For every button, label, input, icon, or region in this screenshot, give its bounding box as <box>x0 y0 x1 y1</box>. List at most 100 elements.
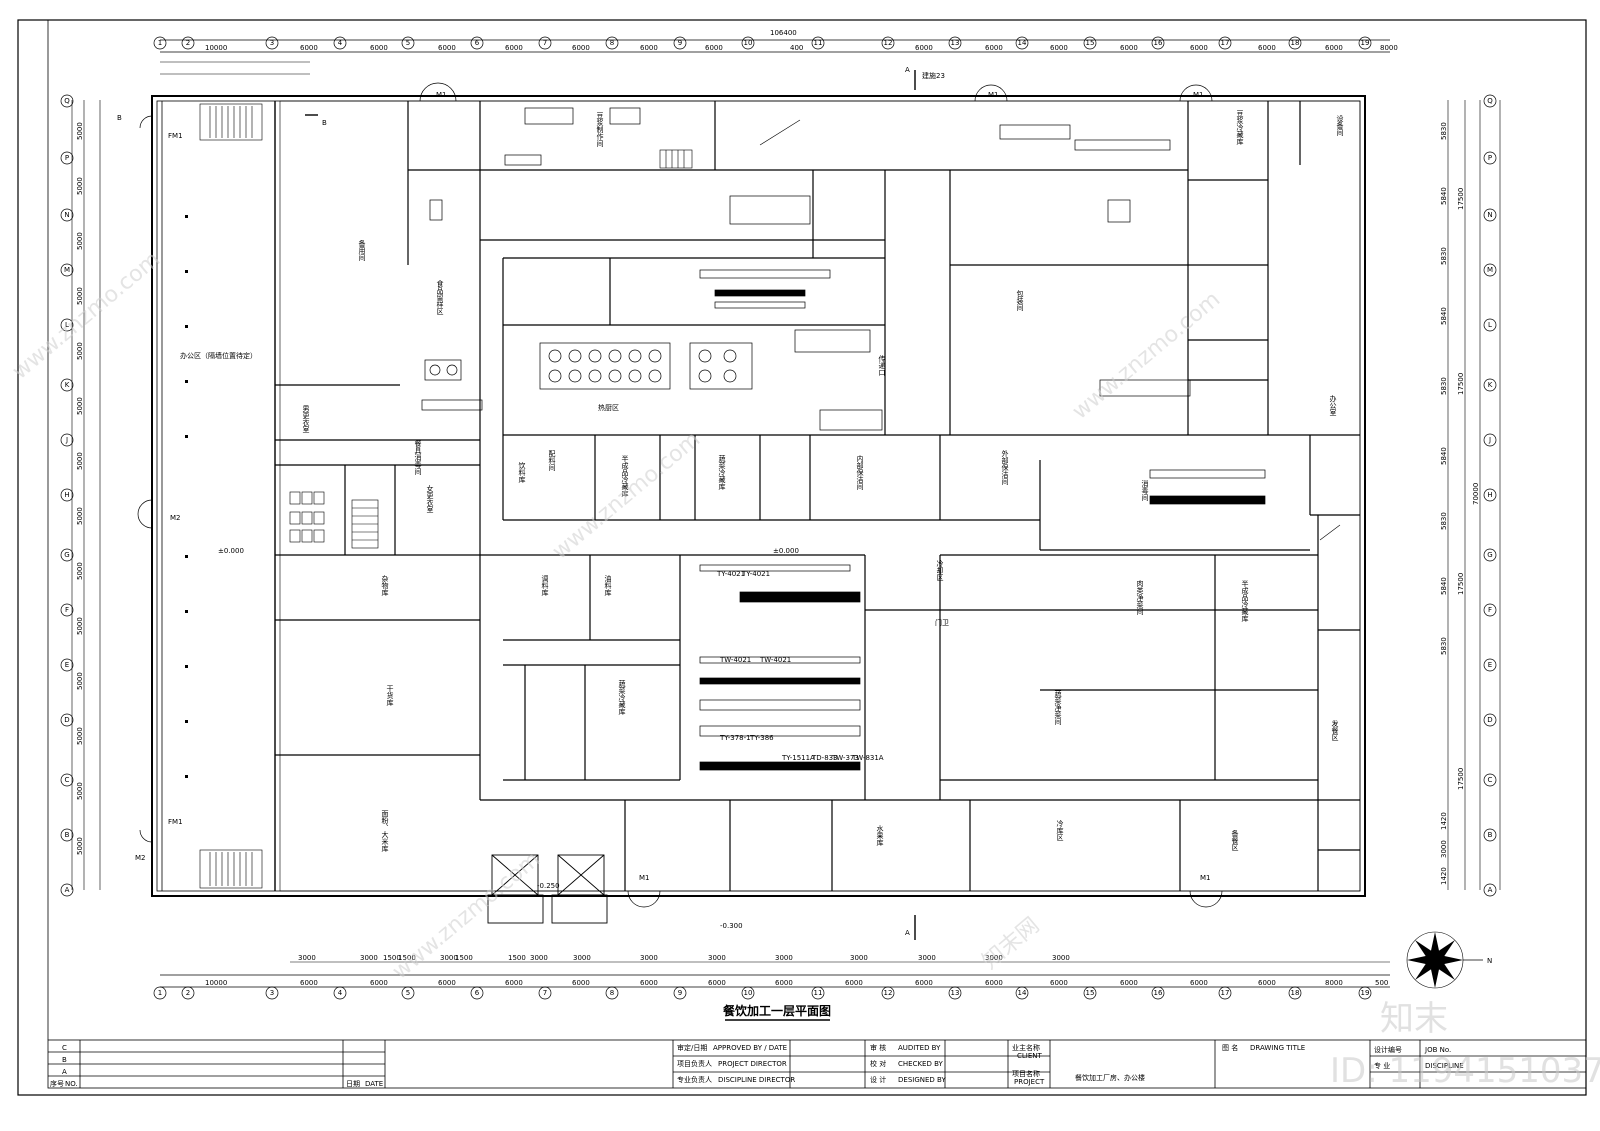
svg-text:TY-378-1: TY-378-1 <box>719 734 751 742</box>
grid-row-K-left-bubble <box>60 378 74 392</box>
right-total-2: 17500 <box>1457 573 1465 595</box>
grid-col-8-bottom-label: 8 <box>610 989 614 997</box>
svg-text:M1: M1 <box>639 874 650 882</box>
grid-col-13-top-bubble <box>948 36 962 50</box>
grid-col-19-bottom-label: 19 <box>1361 989 1370 997</box>
grid-col-18-bottom-label: 18 <box>1291 989 1300 997</box>
room-ingredients: 配料间 <box>548 450 556 472</box>
grid-col-7-top-bubble <box>538 36 552 50</box>
svg-text:审定/日期: 审定/日期 <box>677 1043 707 1052</box>
grid-col-10-bottom-label: 10 <box>744 989 753 997</box>
left-dim-7: 5000 <box>76 507 84 525</box>
grid-col-17-bottom-label: 17 <box>1221 989 1230 997</box>
grid-row-M-right-label: M <box>1487 266 1493 274</box>
right-dim-5: 5840 <box>1440 447 1448 465</box>
room-beverage: 饮料库 <box>518 461 526 484</box>
left-dim-11: 5000 <box>76 727 84 745</box>
svg-text:APPROVED BY / DATE: APPROVED BY / DATE <box>713 1044 787 1052</box>
svg-text:项目名称: 项目名称 <box>1012 1069 1040 1078</box>
room-dispatch: 发餐区 <box>1331 719 1339 741</box>
top-dimension-chain <box>160 39 1390 75</box>
grid-row-D-left-label: D <box>64 716 69 724</box>
grid-col-9-bottom-bubble <box>673 986 687 1000</box>
grid-row-G-left-label: G <box>64 551 69 559</box>
grid-row-K-right-bubble <box>1483 378 1497 392</box>
grid-col-1-top-bubble <box>153 36 167 50</box>
top-dim-2: 6000 <box>370 44 388 52</box>
grid-col-12-bottom-bubble <box>881 986 895 1000</box>
top-dim-12: 6000 <box>1120 44 1138 52</box>
grid-row-P-right-label: P <box>1488 154 1492 162</box>
cooking-stations <box>421 329 883 431</box>
left-dim-13: 5000 <box>76 837 84 855</box>
grid-row-N-right-label: N <box>1487 211 1492 219</box>
grid-row-C-left-bubble <box>60 773 74 787</box>
grid-col-3-bottom-label: 3 <box>270 989 274 997</box>
grid-row-G-right-bubble <box>1483 548 1497 562</box>
doors <box>137 82 1223 908</box>
north-arrow-icon: N <box>1406 931 1492 989</box>
svg-text:FM1: FM1 <box>168 132 183 140</box>
svg-text:M1: M1 <box>436 91 447 99</box>
top-dim-9: 6000 <box>915 44 933 52</box>
bottom-dim-4: 6000 <box>505 979 523 987</box>
grid-col-9-top-bubble <box>673 36 687 50</box>
grid-row-Q-right-bubble <box>1483 94 1497 108</box>
grid-col-3-top-label: 3 <box>270 39 274 47</box>
bottom-dim-16: 8000 <box>1325 979 1343 987</box>
svg-text:www.znzmo.com: www.znzmo.com <box>388 847 545 985</box>
grid-col-16-bottom-bubble <box>1151 986 1165 1000</box>
grid-col-19-bottom-bubble <box>1358 986 1372 1000</box>
bottom-subdim-0: 3000 <box>298 954 316 962</box>
top-dim-3: 6000 <box>438 44 456 52</box>
grid-col-7-top-label: 7 <box>543 39 547 47</box>
structural-columns <box>185 215 188 778</box>
room-male-locker: 男更衣室 <box>302 405 310 433</box>
grid-col-13-top-label: 13 <box>951 39 960 47</box>
svg-text:M1: M1 <box>988 91 999 99</box>
svg-text:AUDITED BY: AUDITED BY <box>898 1044 941 1052</box>
grid-col-14-top-bubble <box>1015 36 1029 50</box>
grid-row-D-left-bubble <box>60 713 74 727</box>
level-corridor: ±0.000 <box>773 547 799 555</box>
grid-col-6-bottom-label: 6 <box>475 989 480 997</box>
grid-row-B-left-label: B <box>65 831 70 839</box>
grid-row-P-left-bubble <box>60 151 74 165</box>
bottom-dim-1: 6000 <box>300 979 318 987</box>
grid-col-15-bottom-bubble <box>1083 986 1097 1000</box>
left-dim-8: 5000 <box>76 562 84 580</box>
grid-row-N-left-bubble <box>60 208 74 222</box>
grid-col-17-top-label: 17 <box>1221 39 1230 47</box>
left-dim-10: 5000 <box>76 672 84 690</box>
svg-text:PROJECT DIRECTOR: PROJECT DIRECTOR <box>718 1060 787 1068</box>
watermark-id: ID: 1194151037 <box>1330 1051 1600 1091</box>
svg-text:TY-1511A: TY-1511A <box>781 754 815 762</box>
grid-col-4-top-bubble <box>333 36 347 50</box>
grid-col-14-top-label: 14 <box>1018 39 1027 47</box>
svg-text:www.znzmo.com: www.znzmo.com <box>548 427 705 565</box>
top-dim-11: 6000 <box>1050 44 1068 52</box>
level-office: ±0.000 <box>218 547 244 555</box>
right-dim-9: 1420 <box>1440 812 1448 830</box>
svg-text:项目负责人: 项目负责人 <box>677 1059 712 1068</box>
room-meat-clean: 肉类净菜间 <box>1136 579 1144 616</box>
interior-walls <box>275 101 1360 891</box>
grid-col-17-top-bubble <box>1218 36 1232 50</box>
grid-col-18-top-bubble <box>1288 36 1302 50</box>
room-cold-area: 冷库区 <box>1056 819 1064 841</box>
grid-col-4-top-label: 4 <box>338 39 343 47</box>
bottom-subdim-13: 3000 <box>918 954 936 962</box>
left-dim-0: 5000 <box>76 122 84 140</box>
svg-text:PROJECT: PROJECT <box>1014 1078 1045 1086</box>
top-dim-16: 8000 <box>1380 44 1398 52</box>
top-dim-8: 400 <box>790 44 803 52</box>
svg-text:餐饮加工厂房、办公楼: 餐饮加工厂房、办公楼 <box>1075 1073 1145 1082</box>
svg-text:M1: M1 <box>1193 91 1204 99</box>
grid-row-F-right-label: F <box>1488 606 1492 614</box>
grid-col-15-top-bubble <box>1083 36 1097 50</box>
